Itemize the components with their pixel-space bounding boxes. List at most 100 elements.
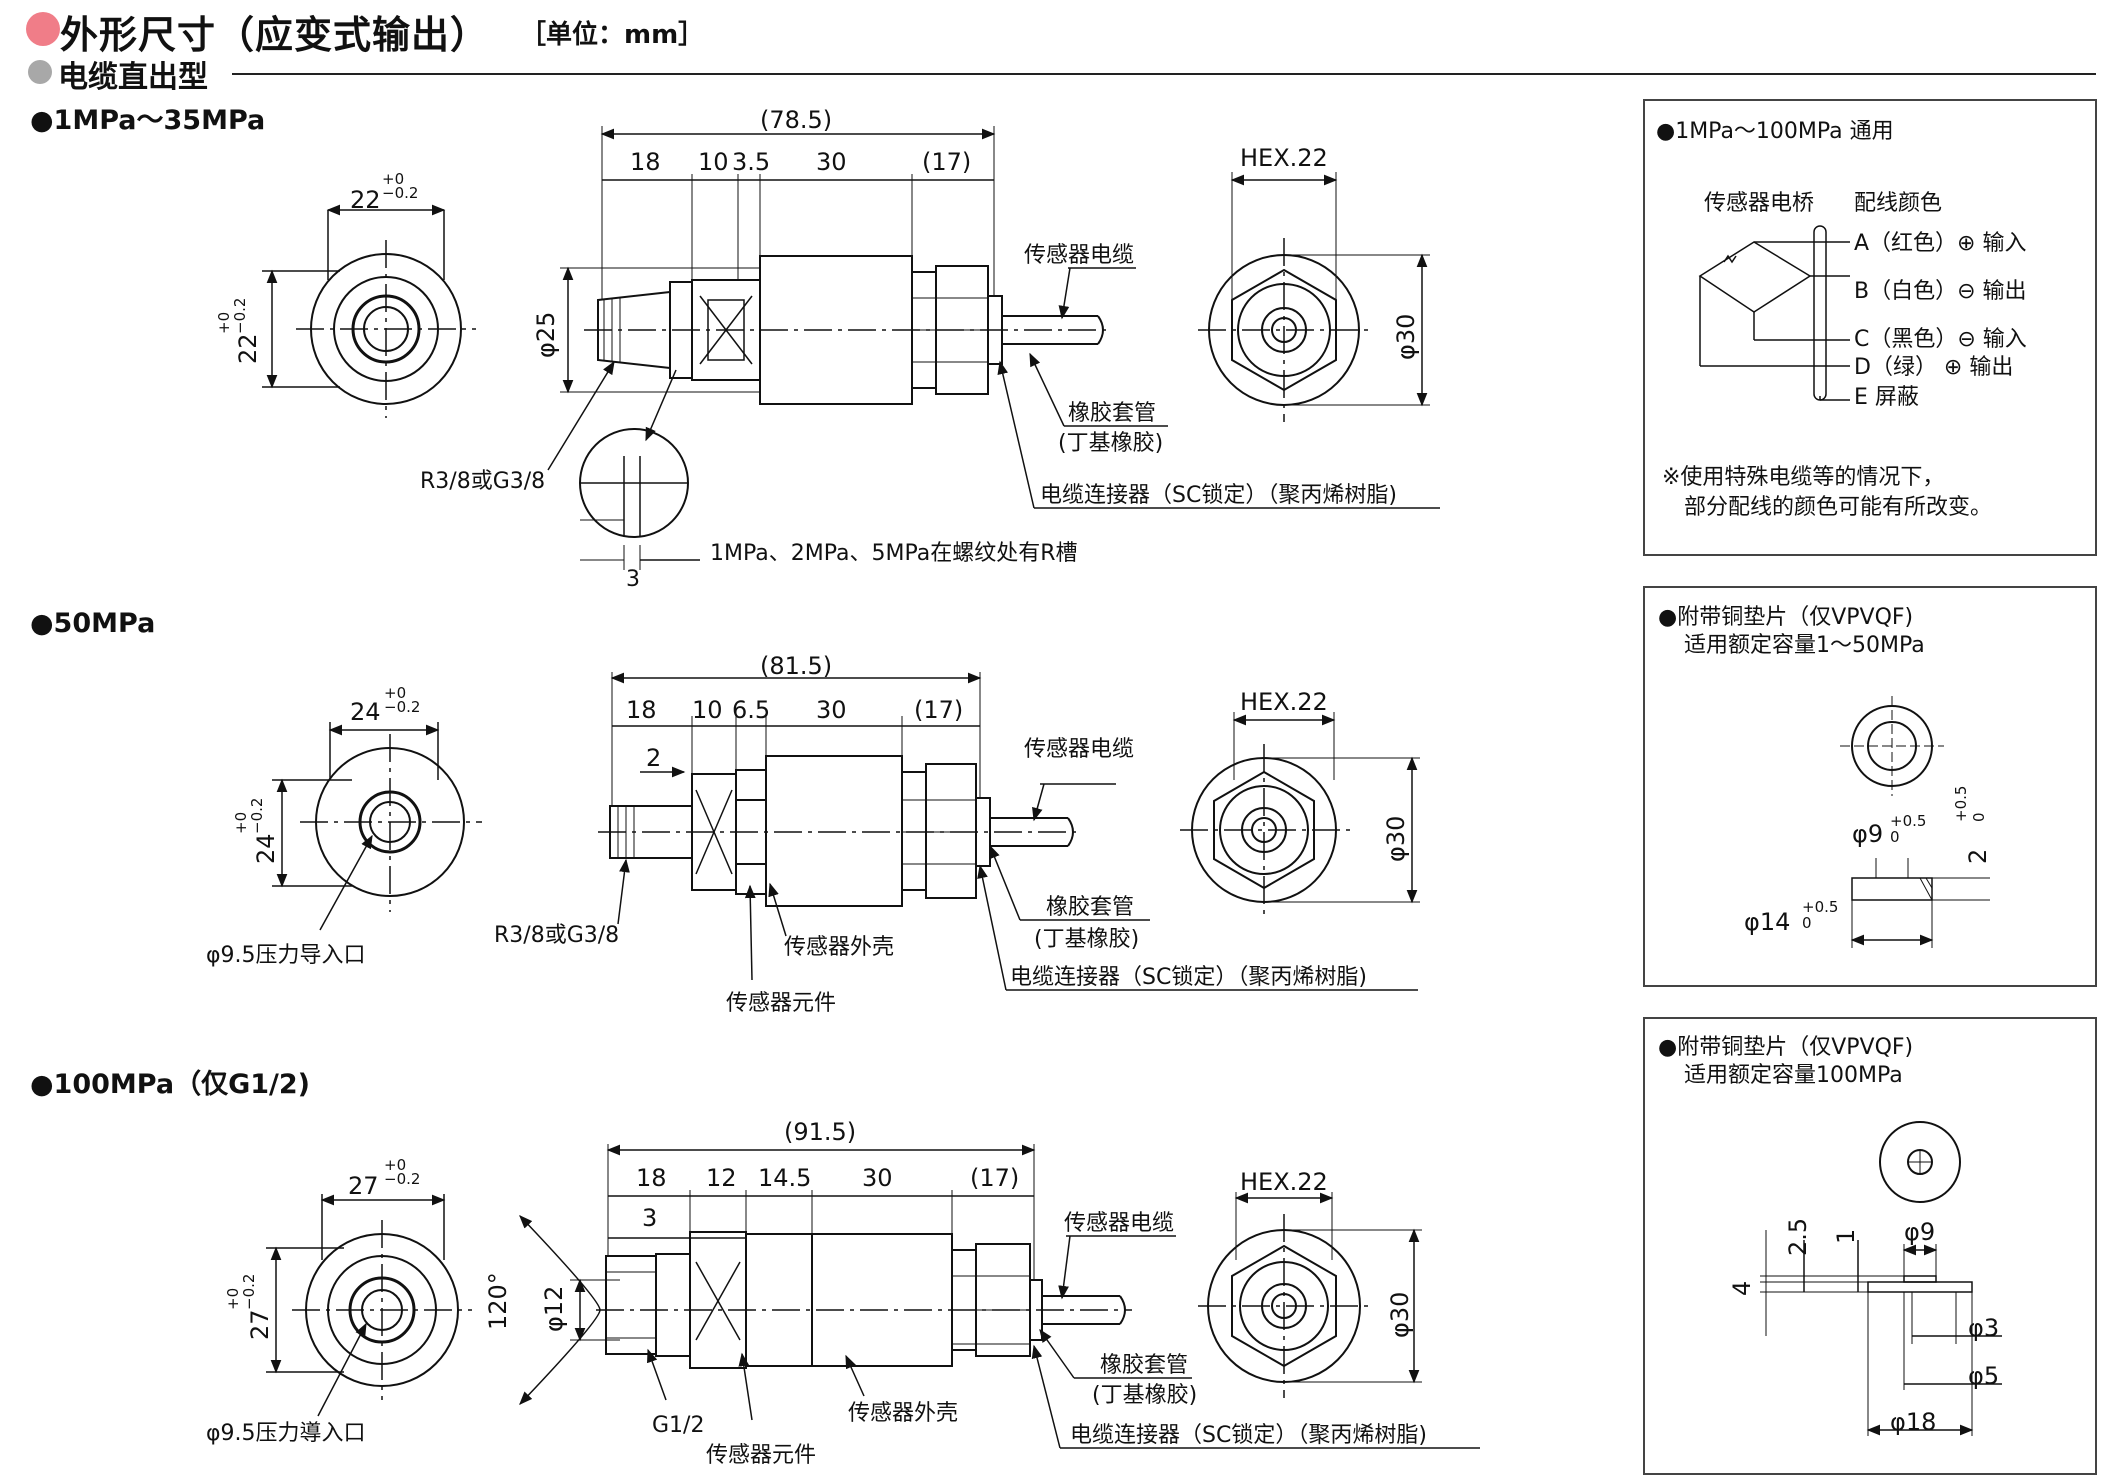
d2-front-view	[272, 722, 482, 931]
washer-2-phi18: φ18	[1890, 1408, 1936, 1436]
page-title: 外形尺寸（应变式输出）	[60, 13, 490, 57]
washer-1-phi14: φ14	[1744, 908, 1790, 936]
washer-1-title: ●附带铜垫片（仅VPVQF)	[1658, 605, 1913, 630]
d2-overall-dim: (81.5)	[760, 652, 832, 680]
d1-dim-30: 30	[816, 148, 847, 176]
d3-dim-17: (17)	[970, 1164, 1019, 1192]
wiring-line-b: B（白色）⊖ 输出	[1854, 279, 2027, 304]
d2-width-label: 24	[350, 698, 381, 726]
d2-dim-6-5: 6.5	[732, 696, 770, 724]
d2-phi30: φ30	[1382, 816, 1410, 862]
washer-box-1	[1643, 586, 2097, 987]
d3-dim-30: 30	[862, 1164, 893, 1192]
d2-height-label: 24	[252, 833, 280, 864]
d3-angle: 120°	[484, 1272, 512, 1330]
washer-2-phi9: φ9	[1904, 1218, 1935, 1246]
d1-height-tol-dn: −0.2	[231, 298, 249, 334]
washer-1-phi9: φ9	[1852, 820, 1883, 848]
d3-front-view	[266, 1194, 472, 1417]
d1-width-tol-up: +0	[382, 170, 404, 188]
d3-tube-label: 橡胶套管	[1100, 1353, 1188, 1378]
d2-hex-label: HEX.22	[1240, 688, 1328, 716]
washer-1-thickness: 2	[1964, 849, 1992, 864]
washer-1-phi14-tol: +0.5	[1802, 898, 1838, 916]
wiring-line-c: C（黑色）⊖ 输入	[1854, 327, 2027, 352]
d1-width-tol-dn: −0.2	[382, 184, 418, 202]
d1-overall-dim: (78.5)	[760, 106, 832, 134]
d3-dim-18: 18	[636, 1164, 667, 1192]
d1-height-label: 22	[234, 333, 262, 364]
d2-dim-10: 10	[692, 696, 723, 724]
d1-width-label: 22	[350, 186, 381, 214]
d3-cable-label: 传感器电缆	[1064, 1211, 1174, 1236]
d1-front-view	[262, 204, 476, 418]
wiring-color-header: 配线颜色	[1854, 191, 1942, 216]
wiring-note-2: 部分配线的颜色可能有所改变。	[1684, 495, 1992, 520]
d2-dim-18: 18	[626, 696, 657, 724]
wiring-diagram	[1698, 225, 1850, 401]
wiring-line-e: E 屏蔽	[1854, 385, 1919, 410]
drawing-3: 27 +0 −0.2 27 +0 −0.2 φ9.5压力導入口	[206, 1118, 1480, 1468]
washer-2-t4: 4	[1728, 1281, 1756, 1296]
d2-width-tol-up: +0	[384, 684, 406, 702]
d1-side-view	[547, 126, 1440, 570]
d1-dim-3-5: 3.5	[732, 148, 770, 176]
d3-side-view	[519, 1144, 1480, 1449]
washer-1-drawing	[1840, 696, 1990, 948]
d3-width-tol-up: +0	[384, 1156, 406, 1174]
d3-dim-12: 12	[706, 1164, 737, 1192]
d1-thread-label: R3/8或G3/8	[420, 469, 545, 494]
d2-element-label: 传感器元件	[726, 991, 836, 1016]
d3-connector-label: 电缆连接器（SC锁定）（聚丙烯树脂)	[1070, 1423, 1427, 1448]
wiring-bridge-label: 传感器电桥	[1704, 191, 1814, 216]
d2-height-tol-up: +0	[232, 812, 250, 834]
washer-2-phi5: φ5	[1968, 1362, 1999, 1390]
d1-dim-10: 10	[698, 148, 729, 176]
drawing-2: 24 +0 −0.2 24 +0 −0.2 φ9.5压力导入口	[206, 652, 1420, 1016]
washer-2-phi3: φ3	[1968, 1314, 1999, 1342]
washer-2-drawing	[1760, 1121, 2002, 1436]
d3-dim-3: 3	[642, 1204, 657, 1232]
d1-dim-17: (17)	[922, 148, 971, 176]
d3-height-tol-up: +0	[224, 1288, 242, 1310]
wiring-box	[1643, 99, 2097, 556]
d1-slot-width: 3	[626, 567, 640, 592]
d2-tube-material: (丁基橡胶)	[1034, 927, 1139, 952]
d1-hex-view	[1198, 172, 1430, 422]
d3-height-label: 27	[246, 1309, 274, 1340]
d1-slot-note: 1MPa、2MPa、5MPa在螺纹处有R槽	[710, 541, 1078, 566]
d2-cable-label: 传感器电缆	[1024, 737, 1134, 762]
d1-dim-18: 18	[630, 148, 661, 176]
d3-tube-material: (丁基橡胶)	[1092, 1383, 1197, 1408]
d1-phi25: φ25	[532, 312, 560, 358]
subtitle-bullet-icon	[28, 60, 52, 84]
page-header: 外形尺寸（应变式输出） ［单位：mm］ 电缆直出型	[0, 0, 2104, 120]
d3-width-tol-dn: −0.2	[384, 1170, 420, 1188]
drawing-1: 22 +0 −0.2 22 +0 −0.2	[215, 106, 1440, 592]
washer-1-phi9-tol: +0.5	[1890, 812, 1926, 830]
d3-thread-label: G1/2	[652, 1413, 704, 1438]
d2-height-tol-dn: −0.2	[248, 798, 266, 834]
d3-hex-view	[1198, 1192, 1422, 1398]
washer-2-subtitle: 适用额定容量100MPa	[1684, 1063, 1903, 1088]
d2-side-view	[598, 672, 1418, 991]
d2-dim-30: 30	[816, 696, 847, 724]
d1-hex-label: HEX.22	[1240, 144, 1328, 172]
wiring-title: ●1MPa～100MPa 通用	[1656, 119, 1894, 144]
title-bullet-icon	[26, 12, 60, 46]
washer-1-thickness-tol: +0.5	[1952, 786, 1970, 822]
page-subtitle: 电缆直出型	[58, 60, 208, 95]
d3-element-label: 传感器元件	[706, 1443, 816, 1468]
d3-overall-dim: (91.5)	[784, 1118, 856, 1146]
d2-tube-label: 橡胶套管	[1046, 895, 1134, 920]
d1-tube-material: (丁基橡胶)	[1058, 431, 1163, 456]
washer-1-thickness-tol-b: 0	[1970, 812, 1988, 822]
washer-2-t25: 2.5	[1784, 1218, 1812, 1256]
d3-phi12: φ12	[540, 1286, 568, 1332]
d2-dim-17: (17)	[914, 696, 963, 724]
section-title-1: ●1MPa～35MPa	[30, 105, 266, 136]
d3-height-tol-dn: −0.2	[240, 1274, 258, 1310]
d1-cable-label: 传感器电缆	[1024, 243, 1134, 268]
d2-dim-2: 2	[646, 744, 661, 772]
